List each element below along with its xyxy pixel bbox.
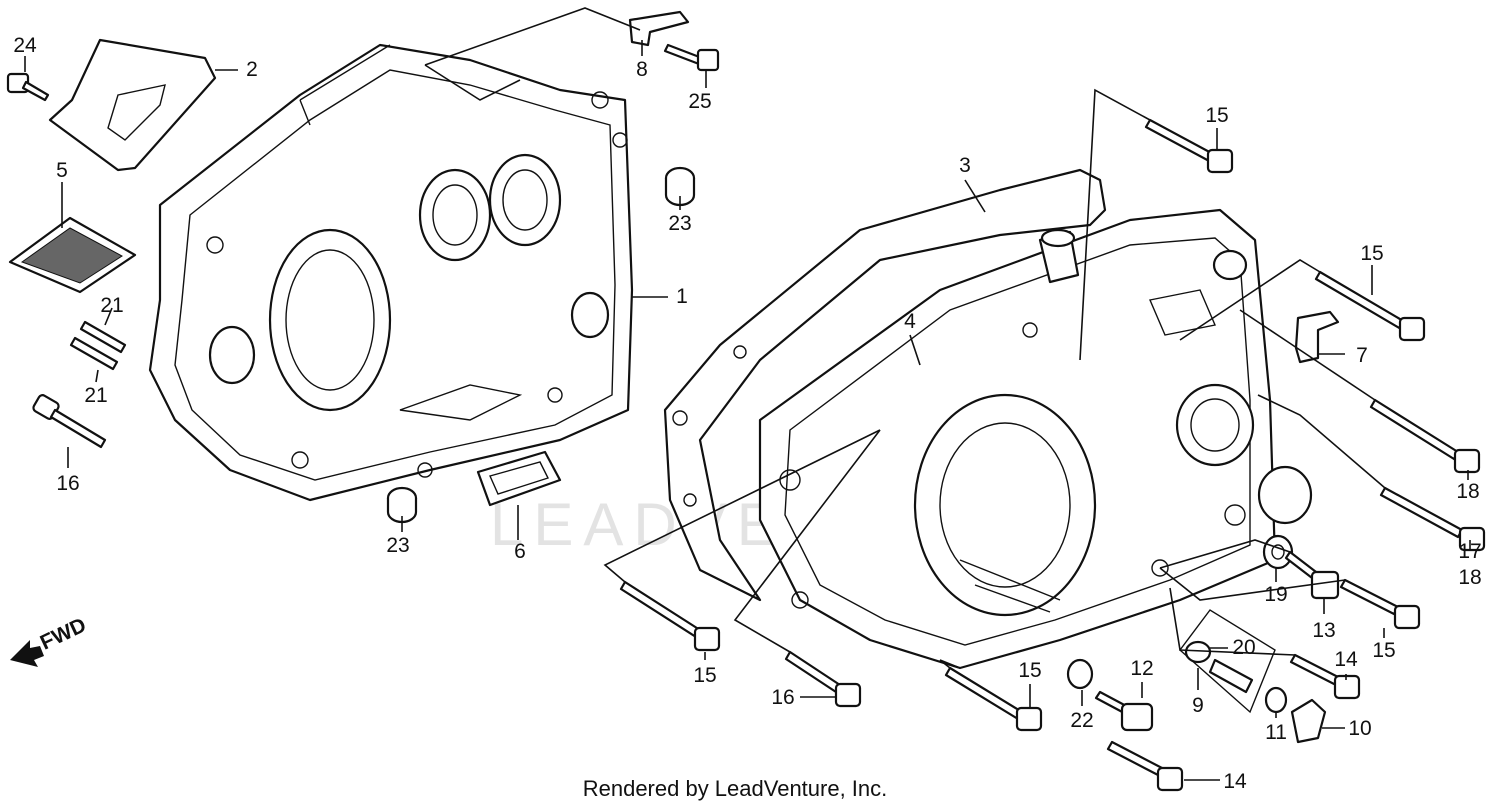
callout-16-left: 16	[56, 472, 79, 495]
part-14-bolt-lower	[1106, 740, 1184, 792]
part-21-studs	[69, 320, 127, 371]
callout-13: 13	[1312, 619, 1335, 642]
callout-23-upper: 23	[668, 212, 691, 235]
callout-21-lower: 21	[84, 384, 107, 407]
callout-9: 9	[1192, 694, 1204, 717]
callout-23-lower: 23	[386, 534, 409, 557]
callout-15-lower-right: 15	[1372, 639, 1395, 662]
callout-22: 22	[1070, 709, 1093, 732]
part-24-bolt	[6, 72, 50, 102]
callout-7: 7	[1356, 344, 1368, 367]
callout-15-right: 15	[1360, 242, 1383, 265]
callout-8: 8	[636, 58, 648, 81]
part-22-washer	[1066, 658, 1094, 690]
part-19-washer	[1262, 534, 1294, 570]
part-5-screen	[8, 216, 137, 294]
part-2-cover-plate	[48, 38, 217, 172]
callout-18-upper: 18	[1456, 480, 1479, 503]
callout-21-upper: 21	[100, 294, 123, 317]
callout-6: 6	[514, 540, 526, 563]
callouts: 1 2 3 4 5 6 7 8 9 10 11 12 13 14 14 15 1…	[13, 34, 1481, 793]
part-3-gasket	[663, 168, 1107, 602]
callout-11: 11	[1265, 721, 1287, 744]
callout-15-bottom-center: 15	[1018, 659, 1041, 682]
part-13-bolt	[1284, 550, 1340, 600]
callout-15-top: 15	[1205, 104, 1228, 127]
callout-17: 17	[1458, 540, 1481, 563]
part-16-bolt-bottom	[784, 650, 862, 708]
part-17-bolt	[1379, 486, 1486, 552]
callout-14-lower: 14	[1223, 770, 1247, 793]
callout-15-bottom-left: 15	[693, 664, 716, 687]
callout-25: 25	[688, 90, 711, 113]
callout-1: 1	[676, 285, 688, 308]
part-18-bolt	[1369, 398, 1481, 474]
part-8-bracket	[628, 10, 690, 47]
part-6-grommet	[476, 450, 562, 507]
callout-18-lower: 18	[1458, 566, 1481, 589]
callout-4: 4	[904, 310, 916, 333]
callout-20: 20	[1232, 636, 1255, 659]
part-15-bolt-right	[1314, 270, 1426, 342]
callout-5: 5	[56, 159, 68, 182]
fwd-arrow-icon: FWD	[10, 614, 90, 667]
callout-19: 19	[1264, 583, 1287, 606]
part-15-bolt-bottom-center	[944, 666, 1043, 732]
callout-12: 12	[1130, 657, 1153, 680]
part-11-washer	[1264, 686, 1288, 714]
part-12-bolt	[1094, 690, 1154, 732]
callout-3: 3	[959, 154, 971, 177]
part-7-bracket	[1294, 310, 1340, 364]
part-14-bolt-upper	[1289, 653, 1361, 700]
part-15-bolt-lower-right	[1339, 578, 1421, 630]
callout-2: 2	[246, 58, 258, 81]
left-crankcase	[148, 43, 634, 502]
part-10-cap	[1290, 698, 1327, 744]
callout-24: 24	[13, 34, 37, 57]
part-25-bolt	[663, 43, 720, 72]
part-15-bolt-top	[1144, 118, 1234, 174]
fwd-label: FWD	[37, 614, 90, 655]
part-20-drain-bolt	[1208, 658, 1254, 694]
callout-10: 10	[1348, 717, 1371, 740]
part-19-washer-hole	[1271, 544, 1285, 560]
right-crankcase	[758, 208, 1313, 670]
leader-lines	[24, 7, 1471, 781]
part-15-bolt-bottom-left	[619, 580, 721, 652]
callout-14-upper: 14	[1334, 648, 1358, 671]
callout-16-bottom: 16	[771, 686, 794, 709]
footer-credit: Rendered by LeadVenture, Inc.	[582, 776, 888, 801]
part-16-bolt-left	[32, 394, 107, 449]
